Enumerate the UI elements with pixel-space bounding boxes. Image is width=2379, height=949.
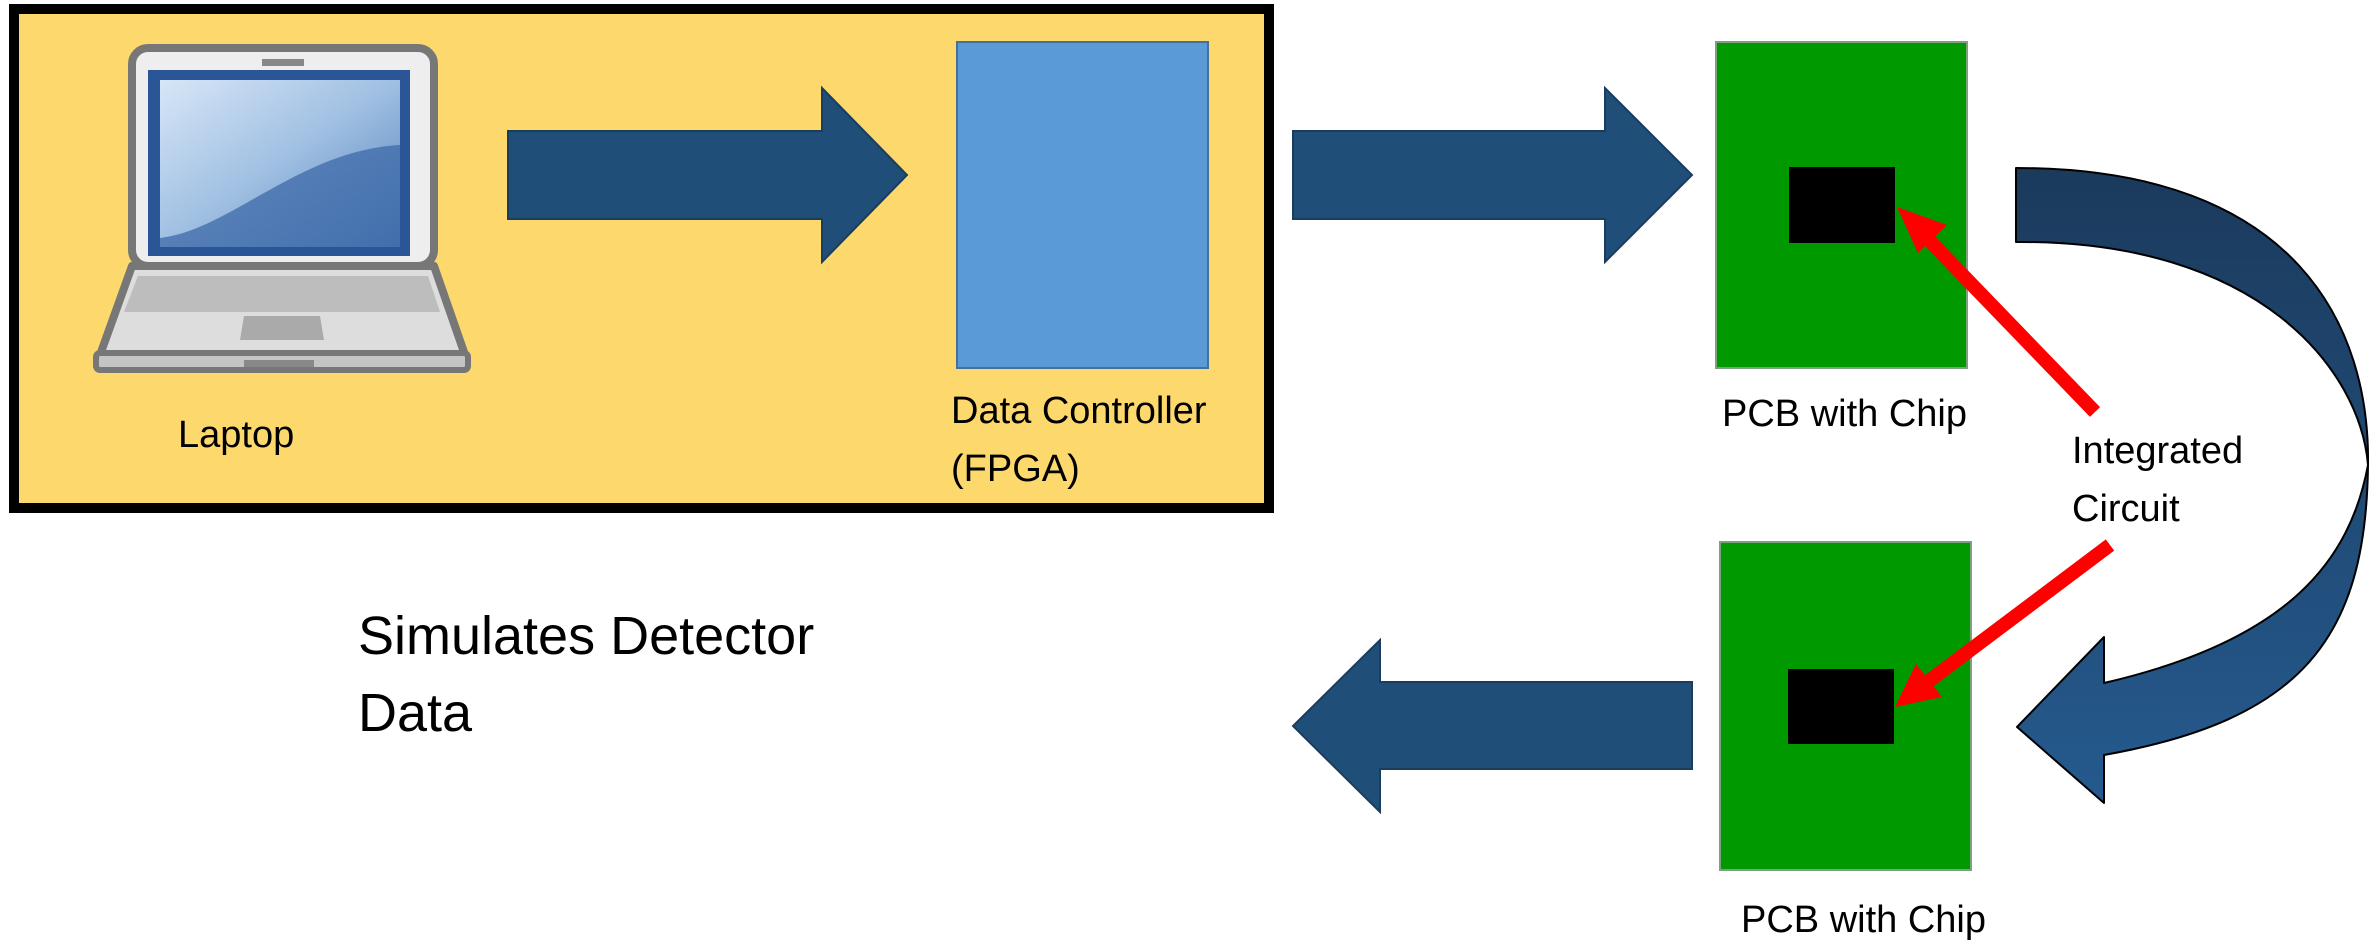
caption-line1: Simulates Detector [358,606,815,666]
arrow-fpga-to-pcb [1292,85,1694,265]
ic-pointer-bottom [1895,539,2115,707]
chip-bottom [1788,669,1894,744]
chip-top [1789,167,1895,243]
arrow-pcb-to-output [1291,637,1693,815]
laptop-label: Laptop [178,414,295,456]
laptop-icon [93,44,471,373]
arrow-laptop-to-fpga [507,85,909,265]
curved-return-arrow [2015,167,2370,804]
pcb-bottom-label: PCB with Chip [1741,899,1986,941]
ic-pointer-top [1897,207,2101,417]
fpga-label-line1: Data Controller [951,390,1207,432]
fpga-block [956,41,1209,369]
pcb-top-label: PCB with Chip [1722,393,1967,435]
fpga-label-line2: (FPGA) [951,448,1080,490]
ic-label-line2: Circuit [2072,488,2180,530]
caption-line2: Data [358,683,473,743]
ic-label-line1: Integrated [2072,430,2244,472]
